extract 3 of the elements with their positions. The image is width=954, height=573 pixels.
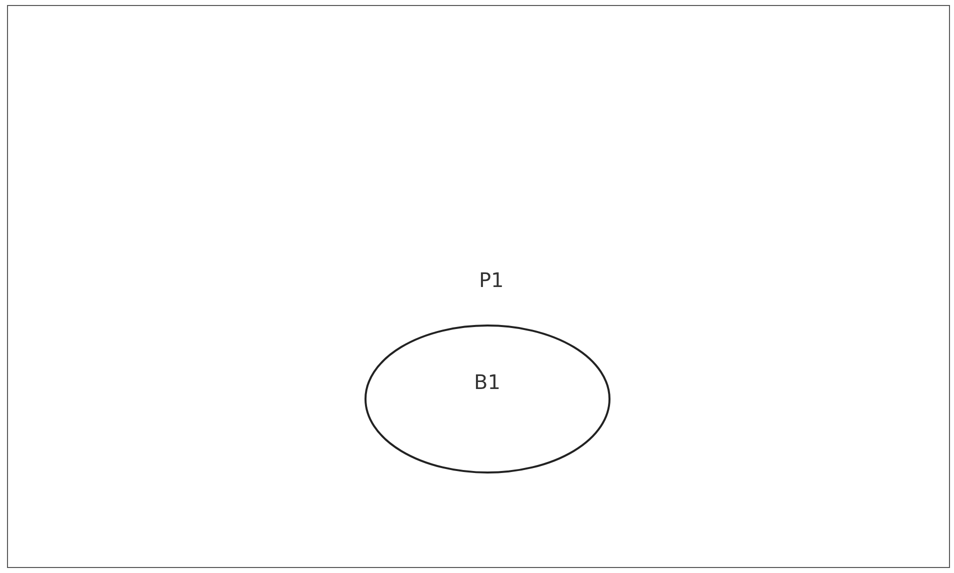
- node-label: B1: [474, 370, 500, 394]
- frame-box: [7, 5, 950, 568]
- node-label: P1: [479, 268, 504, 292]
